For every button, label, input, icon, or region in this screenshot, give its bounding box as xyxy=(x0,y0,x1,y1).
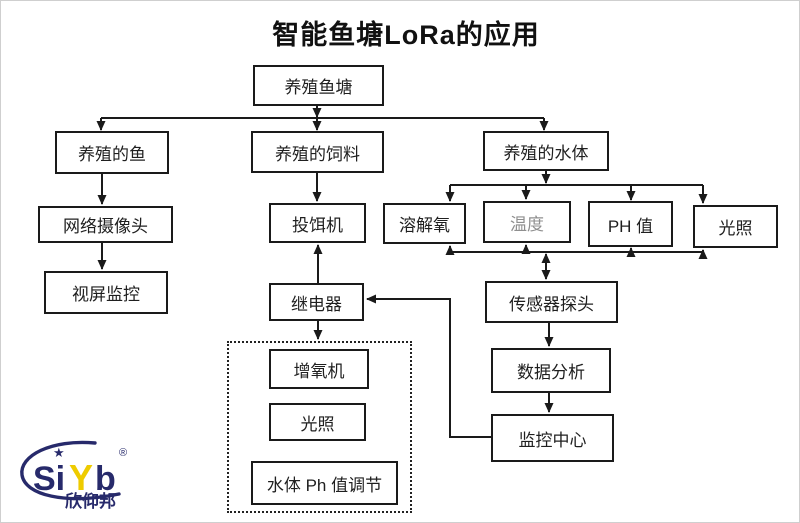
diagram-title: 智能鱼塘LoRa的应用 xyxy=(272,20,540,50)
logo-text-b: b xyxy=(95,460,116,498)
node-aerator: 增氧机 xyxy=(269,349,369,389)
node-feeder: 投饵机 xyxy=(269,203,366,243)
control-group-frame xyxy=(227,341,412,513)
node-data-analysis: 数据分析 xyxy=(491,348,611,393)
node-ph-adjust: 水体 Ph 值调节 xyxy=(251,461,398,505)
node-video-monitor: 视屏监控 xyxy=(44,271,168,314)
node-temperature: 温度 xyxy=(483,201,571,243)
logo-name-cn: 欣仰邦 xyxy=(65,491,116,511)
logo-text-y: Y xyxy=(69,457,93,498)
node-water: 养殖的水体 xyxy=(483,131,609,171)
node-fish: 养殖的鱼 xyxy=(55,131,169,174)
node-sensor-probe: 传感器探头 xyxy=(485,281,618,323)
logo-swoosh-icon xyxy=(20,440,121,501)
node-light: 光照 xyxy=(693,205,778,248)
node-light-control: 光照 xyxy=(269,403,366,441)
logo-registered-icon: ® xyxy=(119,447,127,459)
node-relay: 继电器 xyxy=(269,283,364,321)
logo-star-icon: ★ xyxy=(53,445,65,460)
node-monitoring-center: 监控中心 xyxy=(491,414,614,462)
node-ph: PH 值 xyxy=(588,201,673,247)
node-camera: 网络摄像头 xyxy=(38,206,173,243)
brand-logo: Si Y b ★ ® 欣仰邦 xyxy=(20,440,127,511)
node-dissolved-oxygen: 溶解氧 xyxy=(383,203,466,244)
logo-text-si: Si xyxy=(33,460,65,498)
node-feed: 养殖的饲料 xyxy=(251,131,384,173)
node-pond: 养殖鱼塘 xyxy=(253,65,384,106)
